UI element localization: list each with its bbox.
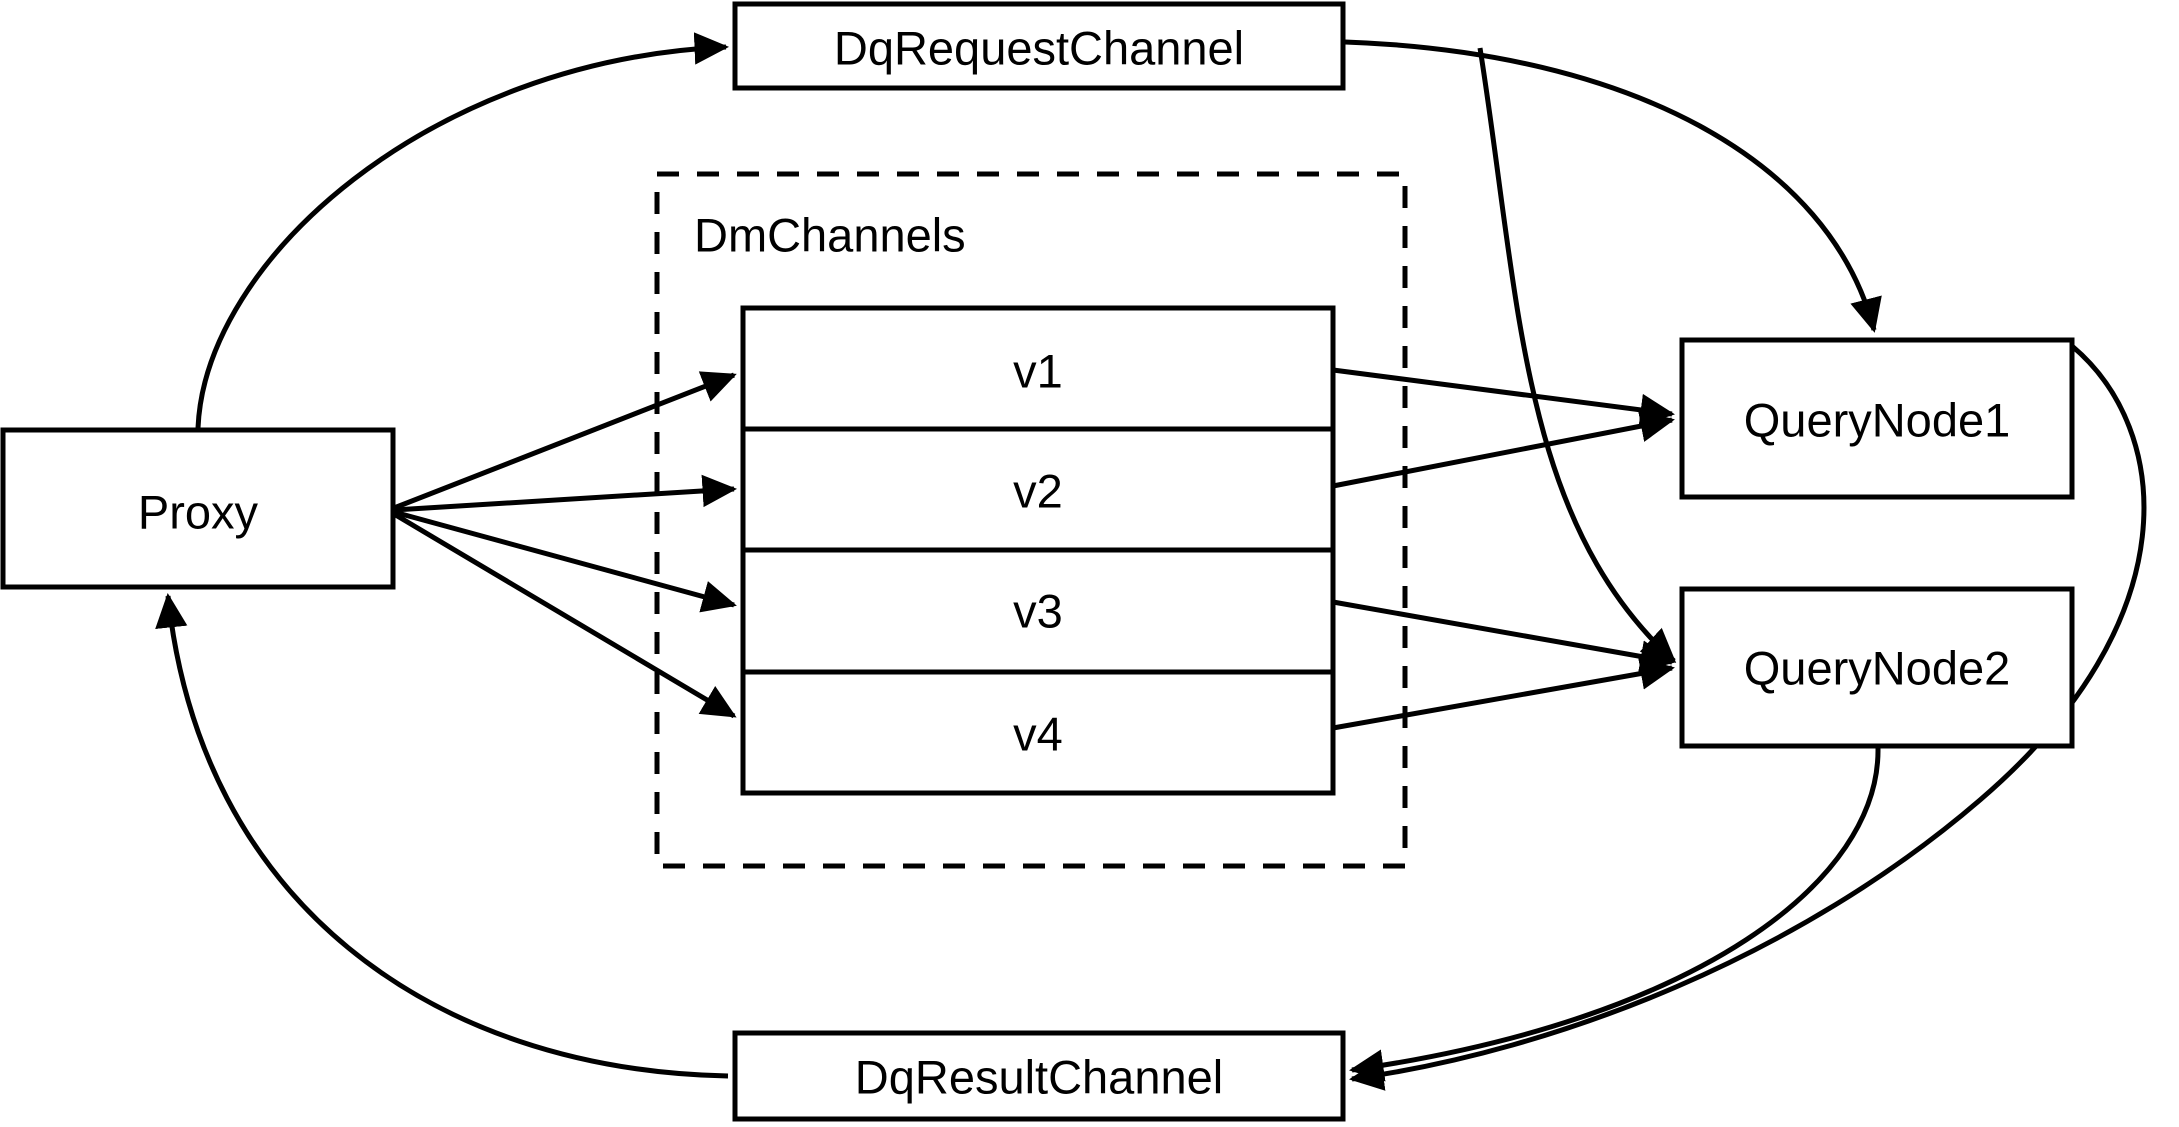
- node-querynode2-label: QueryNode2: [1744, 642, 2011, 695]
- shard-label-v1: v1: [1013, 345, 1063, 398]
- node-dqrequestchannel[interactable]: [732, 1, 1346, 91]
- dmchannels-group-box: [654, 171, 1408, 869]
- node-querynode1[interactable]: [1679, 337, 2075, 500]
- edge-querynode1-to-dqresultchannel: [1349, 344, 2147, 1091]
- node-querynode1-label: QueryNode1: [1744, 394, 2011, 447]
- edge-proxy-to-dqrequestchannel: [195, 32, 729, 429]
- edge-dqrequestchannel-to-querynode2: [1477, 47, 1677, 664]
- edge-proxy-to-v3: [393, 509, 737, 613]
- edge-querynode2-to-dqresultchannel: [1349, 747, 1881, 1082]
- node-dqresultchannel-label: DqResultChannel: [855, 1051, 1223, 1104]
- node-dqresultchannel[interactable]: [732, 1030, 1346, 1122]
- node-dqrequestchannel-label: DqRequestChannel: [834, 22, 1244, 75]
- edge-proxy-to-v1: [393, 371, 737, 511]
- node-proxy-label: Proxy: [138, 486, 259, 539]
- shard-label-v3: v3: [1013, 585, 1063, 638]
- edge-v2-to-querynode1: [1332, 410, 1675, 489]
- node-querynode2[interactable]: [1679, 586, 2075, 749]
- edge-dqresultchannel-to-proxy: [155, 593, 729, 1079]
- shard-label-v4: v4: [1013, 708, 1063, 761]
- edge-proxy-to-v4: [392, 511, 737, 719]
- dmchannels-group-label: DmChannels: [694, 209, 966, 262]
- edge-dqrequestchannel-to-querynode1: [1344, 39, 1882, 333]
- shard-label-v2: v2: [1013, 465, 1063, 518]
- node-proxy[interactable]: [0, 427, 396, 590]
- edge-v3-to-querynode2: [1332, 599, 1675, 673]
- edge-proxy-to-v2: [393, 474, 737, 513]
- edge-v1-to-querynode1: [1332, 367, 1675, 427]
- edge-v4-to-querynode2: [1332, 657, 1675, 731]
